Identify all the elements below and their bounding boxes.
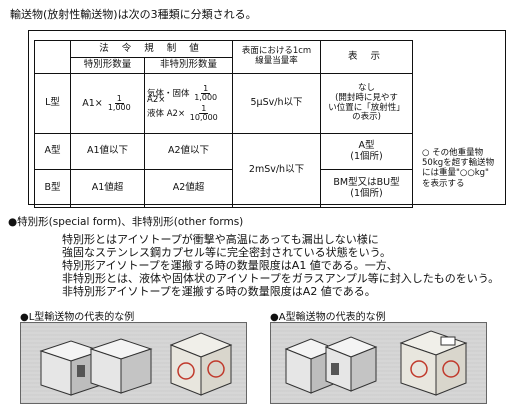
l-type-photo [20,322,247,404]
special-form-title: ●特別形(special form)、非特別形(other forms) [8,216,244,228]
row-type-l: L型 [34,73,71,134]
weight-note: ○ その他重量物 50kgを超す輸送物 には重量"○○kg" を表示する [422,148,495,189]
b-special-value: A1値超 [70,169,145,208]
header-special: 特別形数量 [70,57,145,74]
special-form-line-2: 強固なステンレス鋼カプセル等に完全密封されている状態をいう。 [62,246,392,259]
b-nonspecial-value: A2値超 [144,169,233,208]
header-empty [34,40,71,74]
regulation-table: 法 令 規 制 値 表面における1cm 線量当量率 表 示 特別形数量 非特別形… [34,40,413,208]
special-form-line-3: 特別形アイソトープを運搬する時の数量限度はA1 値である。一方、 [62,259,398,272]
b-display: BM型又はBU型 (1個所) [320,169,413,208]
a-nonspecial-value: A2値以下 [144,133,233,170]
row-type-a: A型 [34,133,71,170]
l-type-package-illustration [39,332,233,396]
header-display: 表 示 [320,40,413,74]
a-type-photo [270,322,487,404]
l-display: なし (開封時に見やす い位置に「放射性」 の表示) [320,73,413,134]
a-type-package-illustration [284,330,468,396]
a-special-value: A1値以下 [70,133,145,170]
special-form-line-5: 非特別形アイソトープを運搬する時の数量限度はA2 値である。 [62,285,376,298]
header-surface: 表面における1cm 線量当量率 [232,40,321,74]
header-nonspecial: 非特別形数量 [144,57,233,74]
special-form-line-4: 非特別形とは、液体や固体状のアイソトープをガラスアンプル等に封入したものをいう。 [62,272,500,285]
l-surface-rate: 5μSv/h以下 [232,73,321,134]
ab-surface-rate: 2mSv/h以下 [232,133,321,208]
intro-text: 輸送物(放射性輸送物)は次の3種類に分類される。 [10,8,257,21]
a-type-example-title: ●A型輸送物の代表的な例 [270,312,386,323]
l-type-example-title: ●L型輸送物の代表的な例 [20,312,135,323]
a-display: A型 (1個所) [320,133,413,170]
special-form-line-1: 特別形とはアイソトープが衝撃や高温にあっても漏出しない様に [62,233,379,246]
row-type-b: B型 [34,169,71,208]
header-regulation: 法 令 規 制 値 [70,40,233,58]
